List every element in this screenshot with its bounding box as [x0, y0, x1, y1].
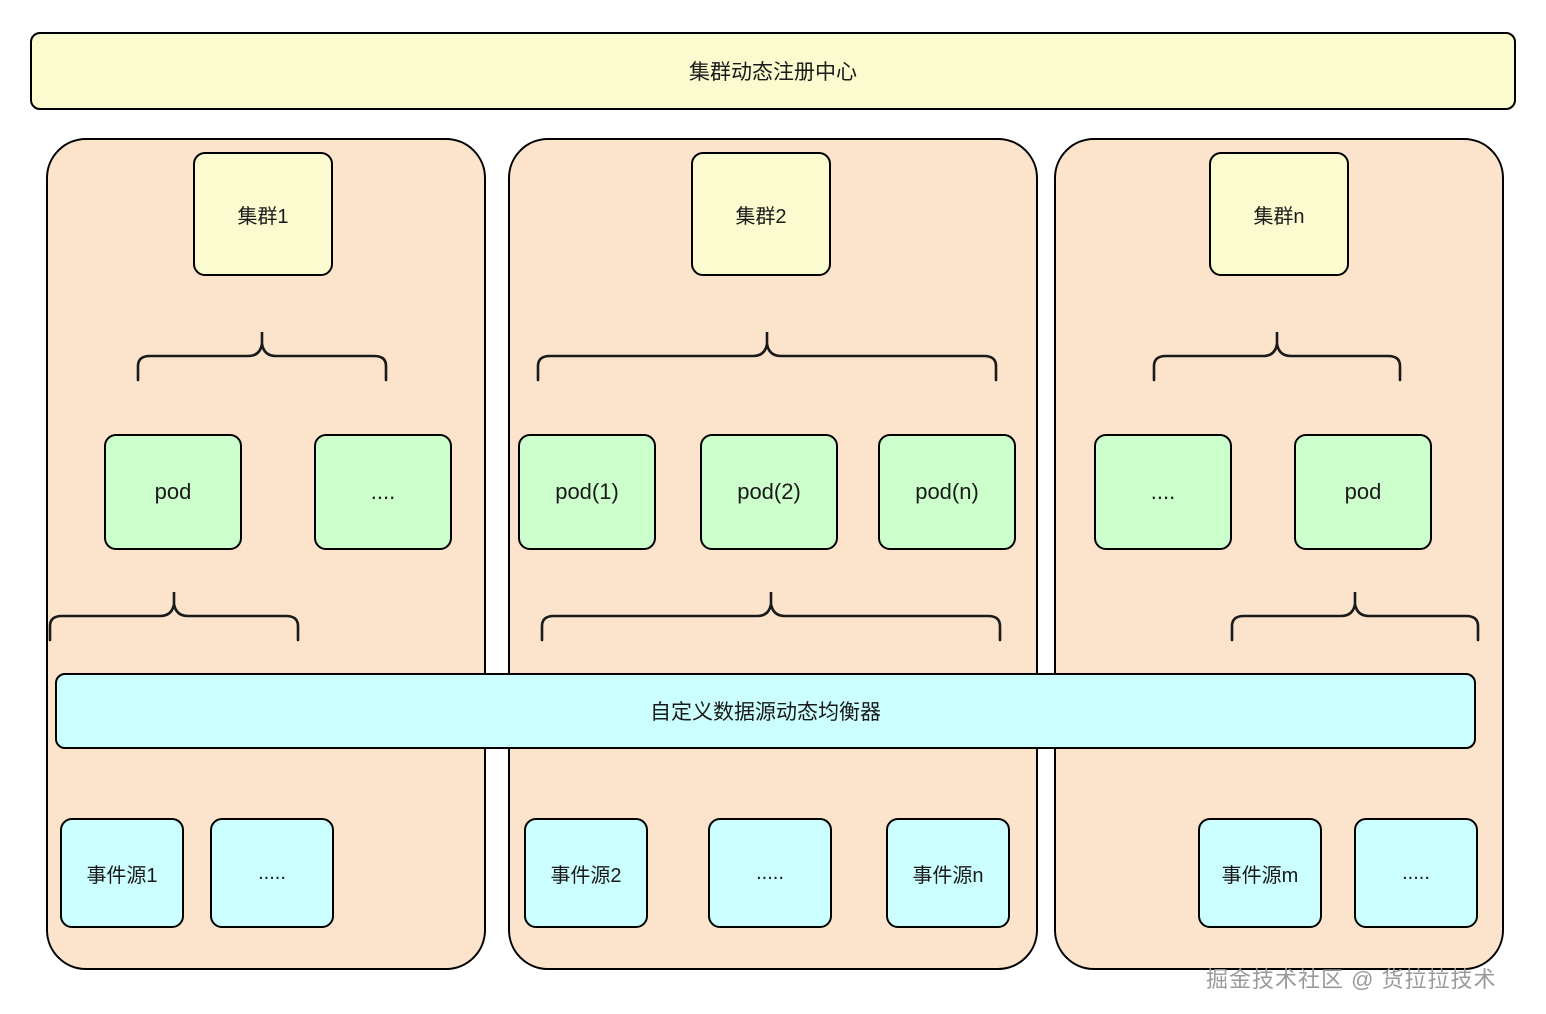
event-source-box: 事件源n — [886, 818, 1010, 928]
brace-lower-cluster-1 — [48, 590, 300, 642]
event-source-box: ..... — [1354, 818, 1478, 928]
event-source-box: ..... — [708, 818, 832, 928]
registry-center-box: 集群动态注册中心 — [30, 32, 1516, 110]
watermark-text: 掘金技术社区 @ 货拉拉技术 — [1206, 967, 1497, 992]
pod-box: pod(1) — [518, 434, 656, 550]
brace-lower-cluster-3 — [1230, 590, 1480, 642]
pod-box: .... — [1094, 434, 1232, 550]
cluster-title-3: 集群n — [1209, 152, 1349, 276]
pod-box: pod — [104, 434, 242, 550]
brace-upper-cluster-3 — [1152, 330, 1402, 382]
event-source-box: 事件源1 — [60, 818, 184, 928]
brace-upper-cluster-1 — [136, 330, 388, 382]
cluster-title-2: 集群2 — [691, 152, 831, 276]
pod-box: pod — [1294, 434, 1432, 550]
pod-box: .... — [314, 434, 452, 550]
event-source-box: ..... — [210, 818, 334, 928]
cluster-title-1: 集群1 — [193, 152, 333, 276]
event-source-box: 事件源m — [1198, 818, 1322, 928]
brace-upper-cluster-2 — [536, 330, 998, 382]
brace-lower-cluster-2 — [540, 590, 1002, 642]
pod-box: pod(2) — [700, 434, 838, 550]
event-source-box: 事件源2 — [524, 818, 648, 928]
pod-box: pod(n) — [878, 434, 1016, 550]
balancer-bar: 自定义数据源动态均衡器 — [55, 673, 1476, 749]
